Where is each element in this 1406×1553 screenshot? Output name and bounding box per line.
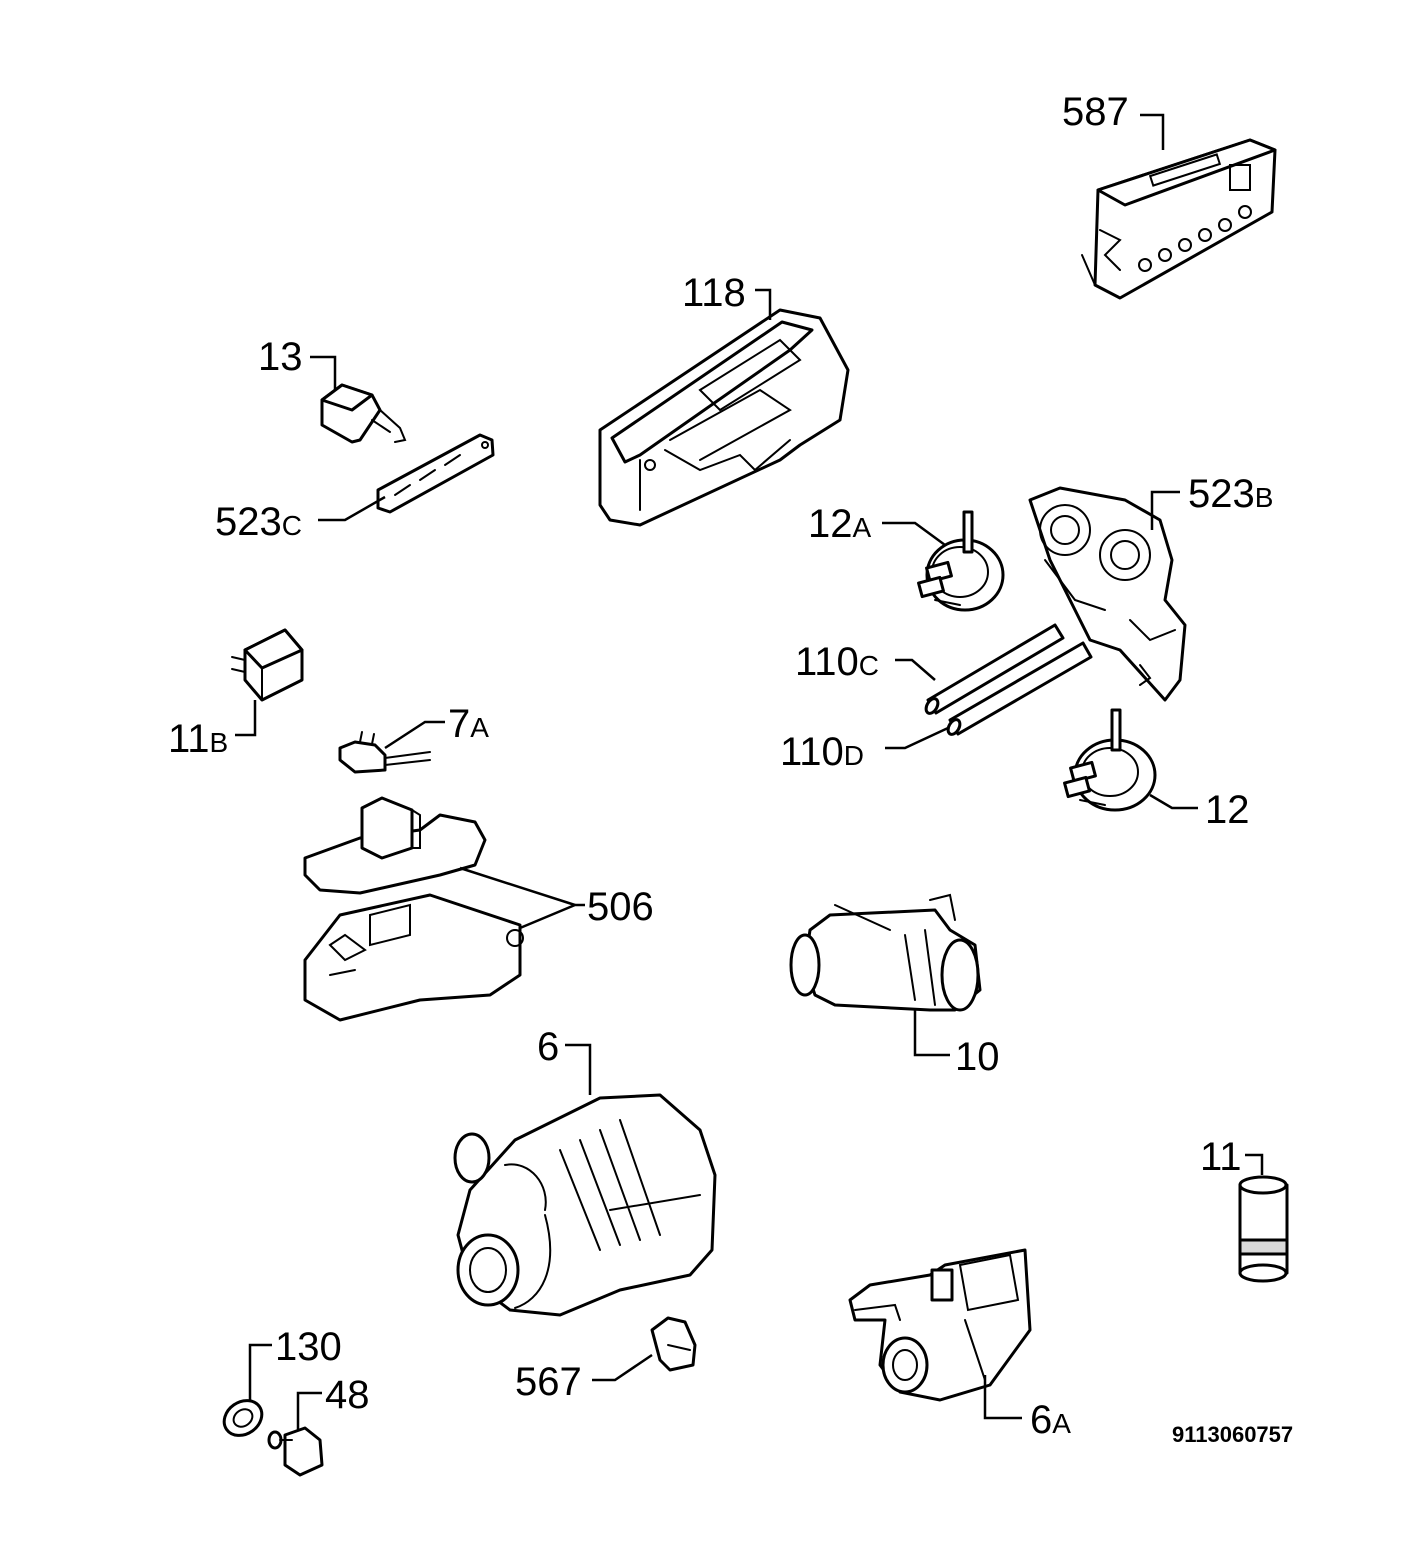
- part-12a-pressure-switch: [917, 510, 1005, 612]
- leader-118: [755, 288, 772, 320]
- label-7a: 7A: [448, 702, 489, 746]
- label-130: 130: [275, 1325, 342, 1369]
- part-11-capacitor: [1238, 1175, 1289, 1283]
- leader-48: [296, 1391, 322, 1430]
- label-6: 6: [537, 1025, 559, 1069]
- part-130-seal-ring: [222, 1399, 264, 1437]
- part-13-switch: [320, 383, 407, 444]
- leader-506a: [459, 866, 576, 907]
- part-7a-sensor: [338, 731, 431, 774]
- label-6a: 6A: [1030, 1398, 1071, 1442]
- part-48-plug: [267, 1426, 324, 1477]
- part-118-dispenser: [598, 308, 850, 527]
- leader-13: [310, 355, 337, 390]
- label-10: 10: [955, 1035, 1000, 1079]
- label-567: 567: [515, 1360, 582, 1404]
- label-523b: 523B: [1188, 472, 1273, 516]
- leader-10: [913, 1008, 950, 1057]
- leader-110d: [885, 726, 949, 750]
- part-523c-bracket: [376, 433, 495, 514]
- label-110c: 110C: [795, 640, 879, 684]
- leader-110c: [895, 658, 936, 681]
- label-118: 118: [682, 271, 746, 315]
- label-587: 587: [1062, 90, 1129, 134]
- leader-506b: [519, 903, 585, 930]
- part-10-heater: [789, 893, 982, 1012]
- leader-6: [565, 1043, 592, 1095]
- leader-6a: [983, 1375, 1022, 1420]
- part-6a-drain-pump: [848, 1248, 1032, 1402]
- leader-12: [1149, 793, 1198, 810]
- part-567-clip: [650, 1316, 697, 1372]
- label-11: 11: [1200, 1135, 1242, 1179]
- leader-523b: [1150, 490, 1180, 530]
- label-12a: 12A: [808, 502, 872, 546]
- leader-567: [592, 1353, 653, 1382]
- part-12-pressure-switch: [1063, 708, 1157, 812]
- label-506: 506: [587, 885, 654, 929]
- label-12: 12: [1205, 788, 1250, 832]
- part-110d-hose: [946, 641, 1093, 736]
- diagram-reference-code: 9113060757: [1172, 1422, 1293, 1447]
- label-48: 48: [325, 1373, 370, 1417]
- leader-7a: [384, 720, 445, 750]
- part-506-float-cover: [303, 796, 524, 1022]
- leader-523c: [318, 495, 386, 522]
- label-523c: 523C: [215, 500, 302, 544]
- leader-11b: [235, 700, 257, 737]
- label-11b: 11B: [168, 717, 228, 761]
- part-11b-relay: [231, 628, 304, 702]
- part-587-control-board: [1081, 138, 1277, 300]
- leader-130: [248, 1343, 272, 1400]
- label-110d: 110D: [780, 730, 864, 774]
- leader-11: [1245, 1153, 1264, 1175]
- part-6-circulation-pump: [453, 1093, 717, 1317]
- label-13: 13: [258, 335, 303, 379]
- part-110c-hose: [924, 623, 1065, 715]
- leader-12a: [882, 521, 946, 547]
- leader-587: [1140, 113, 1165, 150]
- part-523b-level-switch-assembly: [1028, 486, 1187, 702]
